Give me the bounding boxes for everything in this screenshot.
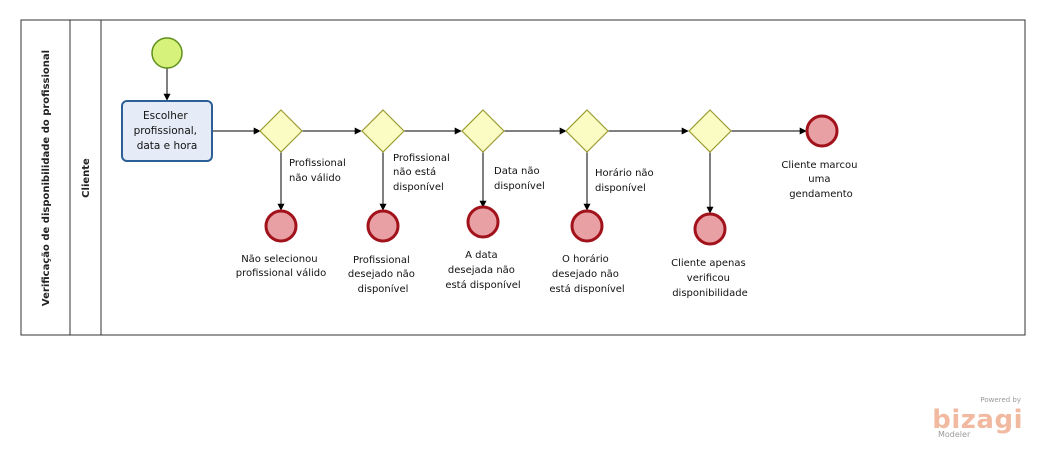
end-event-label-2: Profissional desejado não disponível bbox=[348, 255, 418, 295]
sequence-flows bbox=[163, 68, 807, 214]
gateway-3[interactable] bbox=[461, 109, 505, 153]
condition-label-4: Horário não disponível bbox=[595, 167, 657, 194]
lane-title: Cliente bbox=[81, 158, 92, 198]
end-event-2[interactable] bbox=[366, 209, 400, 243]
end-event-label-4: O horário desejado não está disponível bbox=[549, 253, 624, 295]
task-label: Escolher profissional, data e hora bbox=[134, 110, 201, 152]
pool bbox=[20, 19, 1026, 336]
end-event-3[interactable] bbox=[466, 205, 500, 239]
powered-by-text: Powered by bbox=[980, 396, 1021, 404]
gateway-2[interactable] bbox=[361, 109, 405, 153]
condition-label-3: Data não disponível bbox=[494, 166, 545, 192]
bizagi-logo: Powered by bizagi Modeler bbox=[932, 396, 1023, 439]
end-event-1[interactable] bbox=[264, 209, 298, 243]
end-event-label-6: Cliente marcou uma gendamento bbox=[781, 160, 860, 200]
gateway-1[interactable] bbox=[259, 109, 303, 153]
modeler-text: Modeler bbox=[938, 430, 971, 439]
bizagi-wordmark: bizagi bbox=[932, 405, 1023, 435]
end-events bbox=[264, 114, 839, 246]
pool-title: Verificação de disponibilidade do profis… bbox=[41, 50, 52, 306]
gateway-4[interactable] bbox=[565, 109, 609, 153]
end-event-4[interactable] bbox=[570, 209, 604, 243]
end-event-6[interactable] bbox=[805, 114, 839, 148]
gateways bbox=[259, 109, 732, 153]
condition-label-2: Profissional não está disponível bbox=[393, 153, 453, 193]
task-choose-professional[interactable] bbox=[121, 100, 213, 162]
end-event-label-5: Cliente apenas verificou disponibilidade bbox=[671, 258, 749, 299]
condition-label-1: Profissional não válido bbox=[289, 158, 349, 184]
end-event-label-1: Não selecionou profissional válido bbox=[236, 254, 326, 279]
start-event[interactable] bbox=[151, 37, 183, 69]
end-event-label-3: A data desejada não está disponível bbox=[445, 250, 520, 291]
end-event-5[interactable] bbox=[693, 212, 727, 246]
gateway-5[interactable] bbox=[688, 109, 732, 153]
